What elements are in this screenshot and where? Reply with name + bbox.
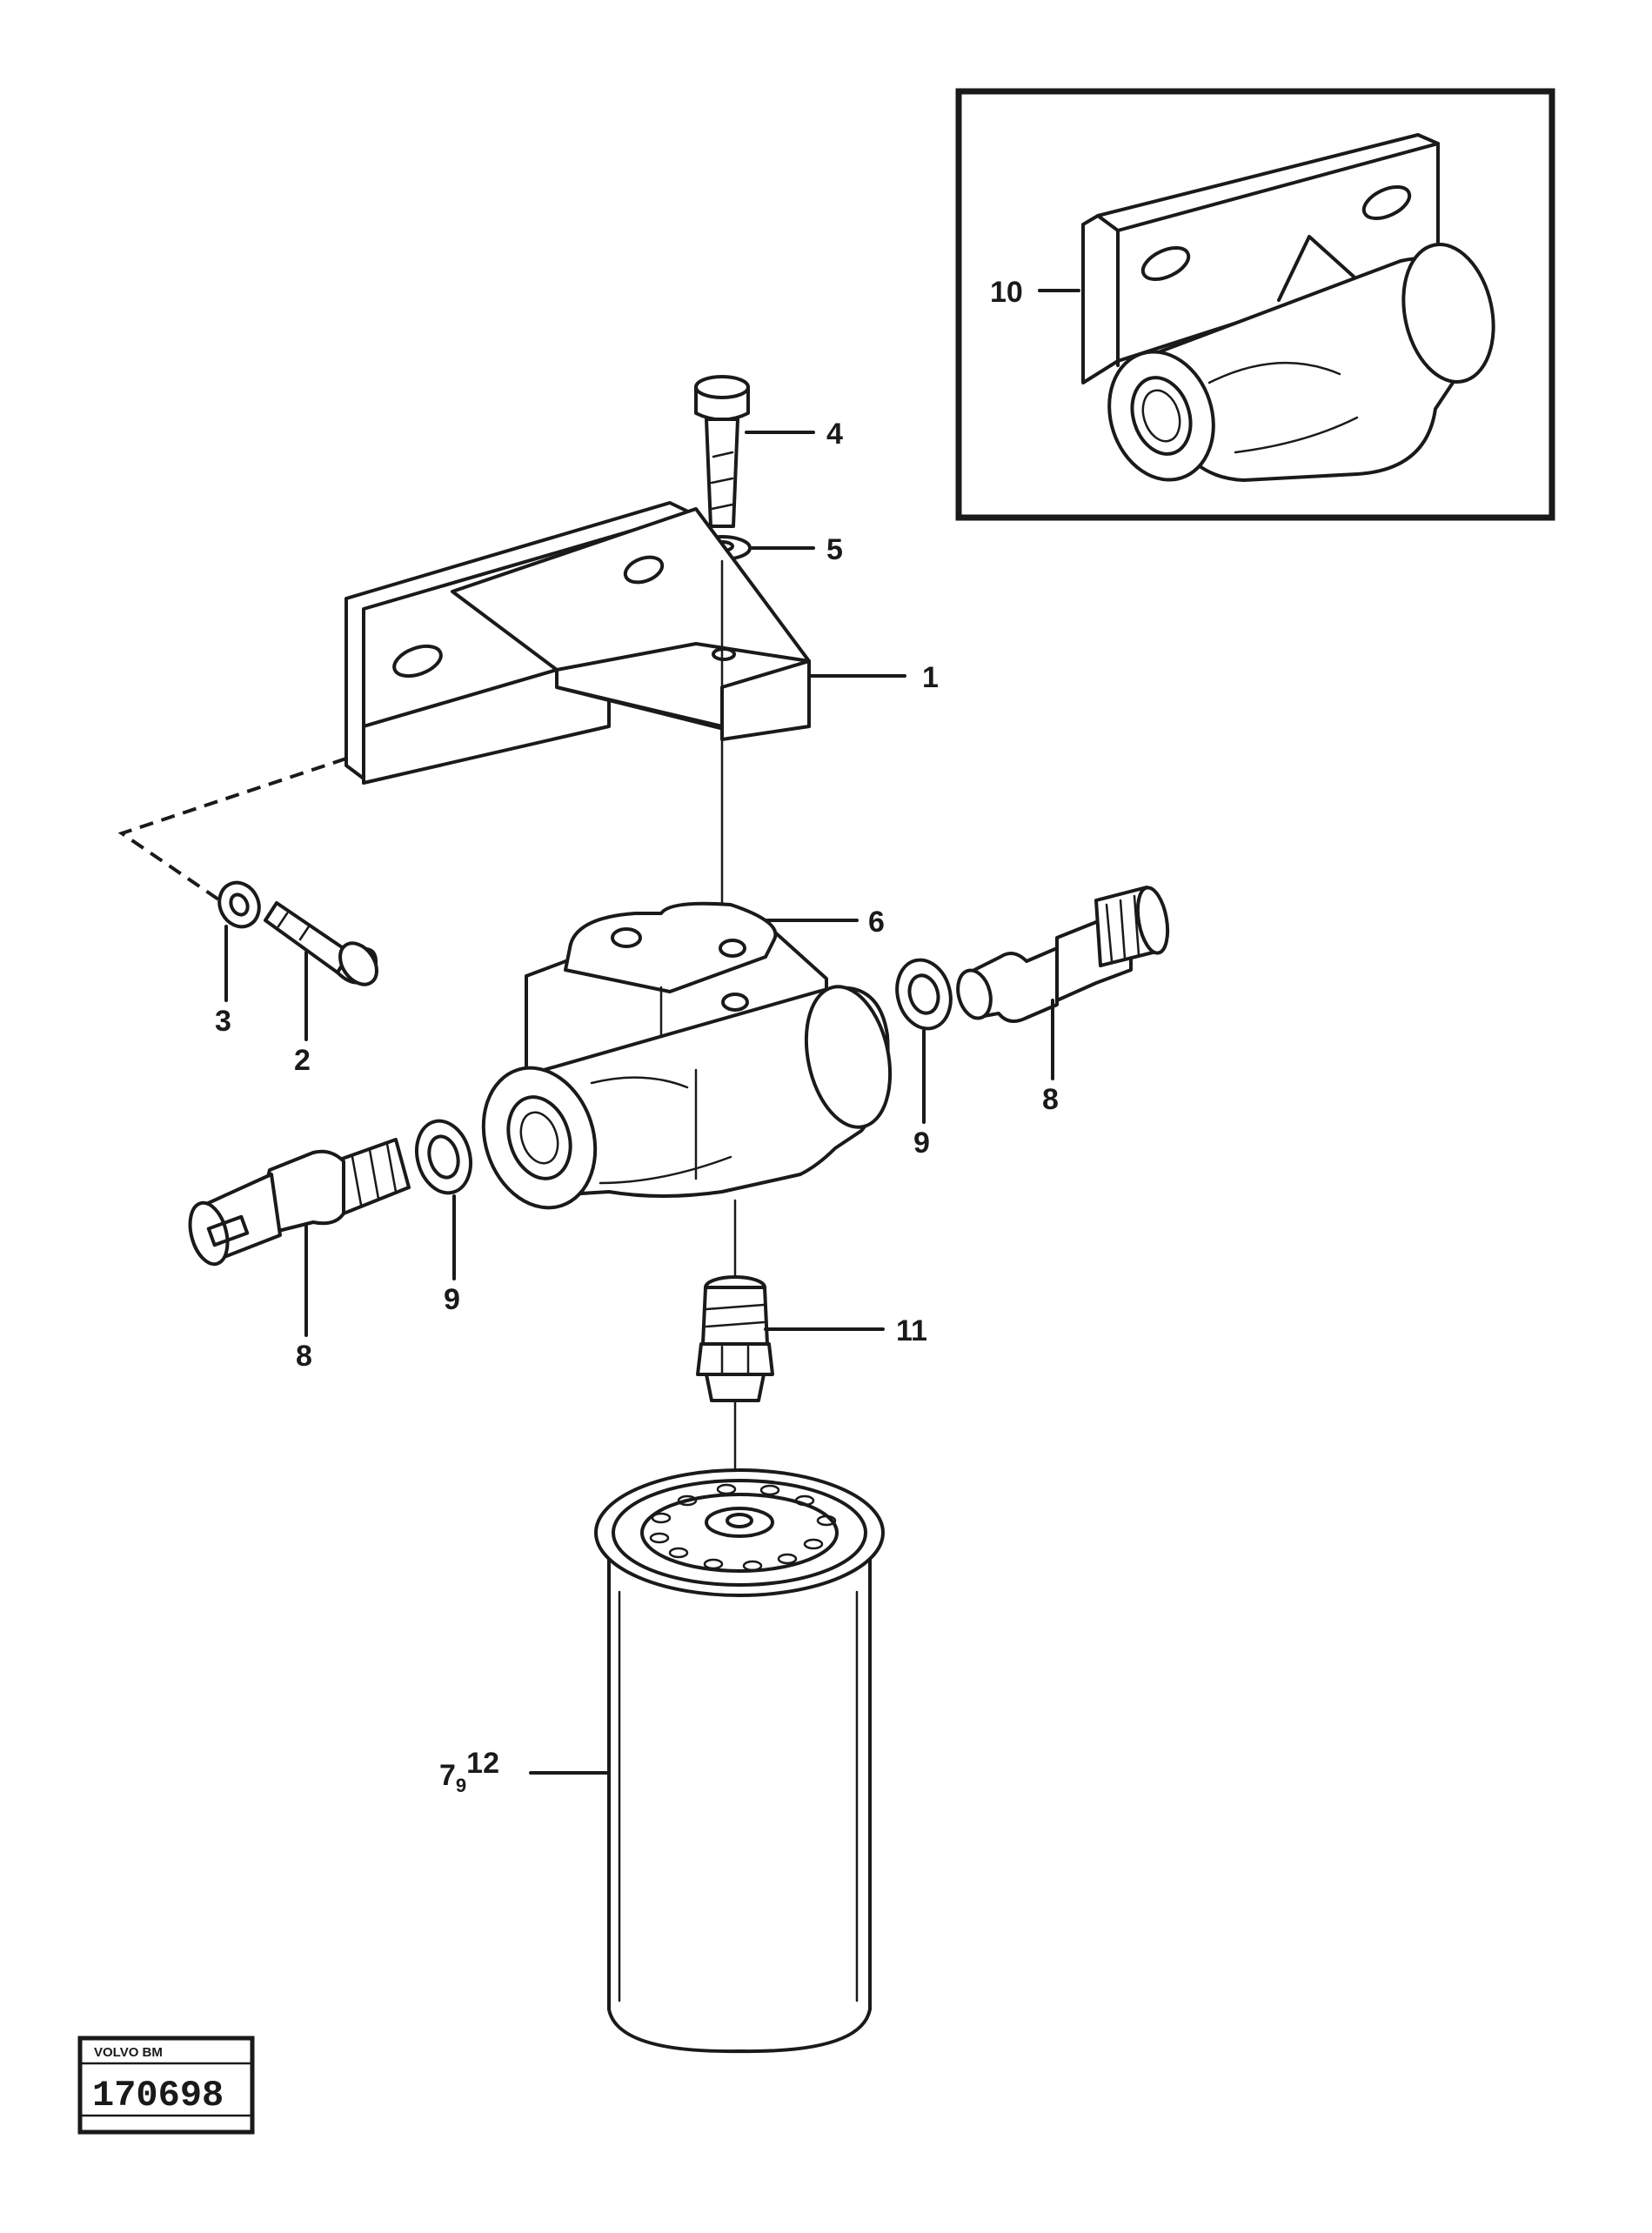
callout-4: 4 (826, 418, 843, 451)
callout-8-right: 8 (1042, 1083, 1059, 1116)
part-11-nipple: 11 (696, 1275, 927, 1402)
callout-1: 1 (922, 661, 939, 694)
mounting-line (117, 757, 347, 906)
callout-9-right: 9 (913, 1127, 930, 1160)
callout-7-12: 7912 (439, 1747, 499, 1796)
callout-11: 11 (896, 1314, 927, 1347)
callout-2: 2 (294, 1044, 311, 1077)
part-9-seal-right: 9 (895, 958, 953, 1160)
stamp-number: 170698 (92, 2075, 224, 2116)
callout-6: 6 (868, 906, 885, 939)
callout-10: 10 (990, 276, 1023, 309)
drawing-number-stamp: VOLVO BM 170698 (77, 2036, 255, 2135)
inset-box: 10 (955, 88, 1555, 521)
callout-8-left: 8 (296, 1340, 312, 1373)
part-3-washer: 3 (215, 880, 261, 1038)
part-6-filter-head: 6 (481, 901, 893, 1210)
part-8-fitting-left: 8 (188, 1138, 411, 1373)
part-7-12-filter: 7912 (439, 1468, 885, 2054)
stamp-brand: VOLVO BM (94, 2045, 163, 2060)
callout-5: 5 (826, 533, 843, 566)
part-8-fitting-right: 8 (956, 886, 1170, 1116)
part-9-seal-left: 9 (415, 1119, 472, 1316)
part-2-bolt: 2 (264, 901, 378, 1077)
part-4-bolt: 4 (694, 375, 843, 528)
part-1-bracket: 1 (344, 501, 939, 785)
callout-3: 3 (215, 1005, 231, 1038)
callout-9-left: 9 (444, 1283, 460, 1316)
